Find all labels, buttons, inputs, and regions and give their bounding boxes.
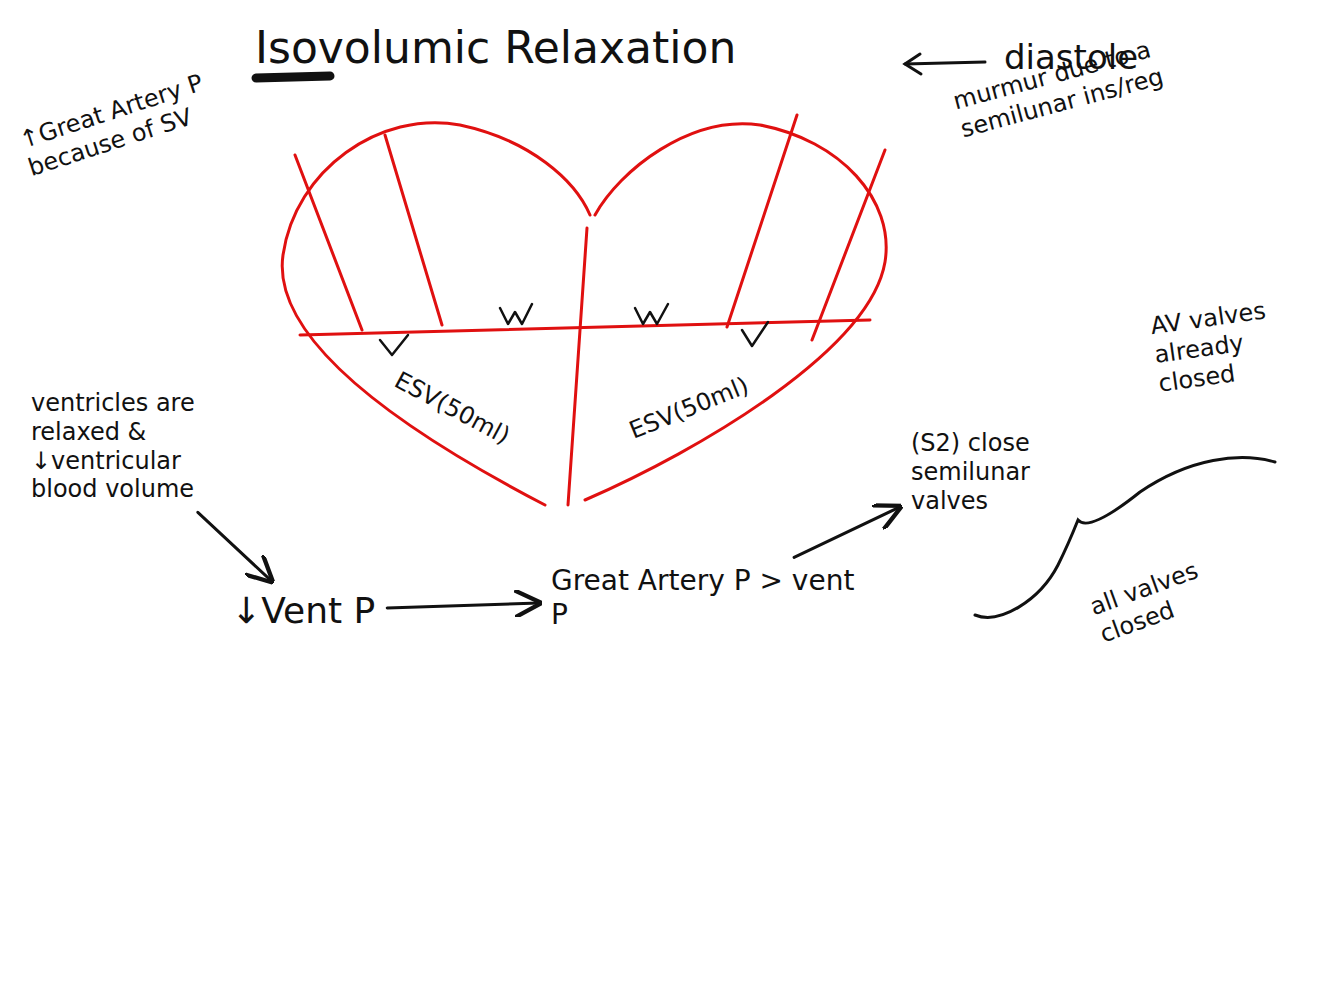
note: all valves closed [1082,545,1237,652]
note: ↑Great Artery P because of SV [11,52,261,186]
flow-step: ventricles are relaxed & ↓ventricular bl… [25,385,230,508]
flow-arrow [387,603,539,608]
note: ESV(50ml) [621,368,758,449]
title: Isovolumic Relaxation [255,22,736,73]
flow-arrow [794,507,899,557]
valve-symbol [380,304,768,355]
step-text: Great Artery P > vent P [551,564,869,631]
diastole-arrow [905,54,985,74]
title-underline [256,76,330,78]
step-text: (S2) close semilunar valves [911,429,1034,515]
heart-outline [282,115,886,505]
note: ESV(50ml) [385,362,519,454]
note: AV valves already closed [1144,290,1308,401]
step-text: ↓Vent P [231,589,375,632]
flow-step: Great Artery P > vent P [545,560,875,635]
step-text: ventricles are relaxed & ↓ventricular bl… [31,389,224,504]
flow-arrow [198,512,271,581]
flow-step: (S2) close semilunar valves [905,425,1040,519]
flow-step: ↓Vent P [225,585,381,636]
